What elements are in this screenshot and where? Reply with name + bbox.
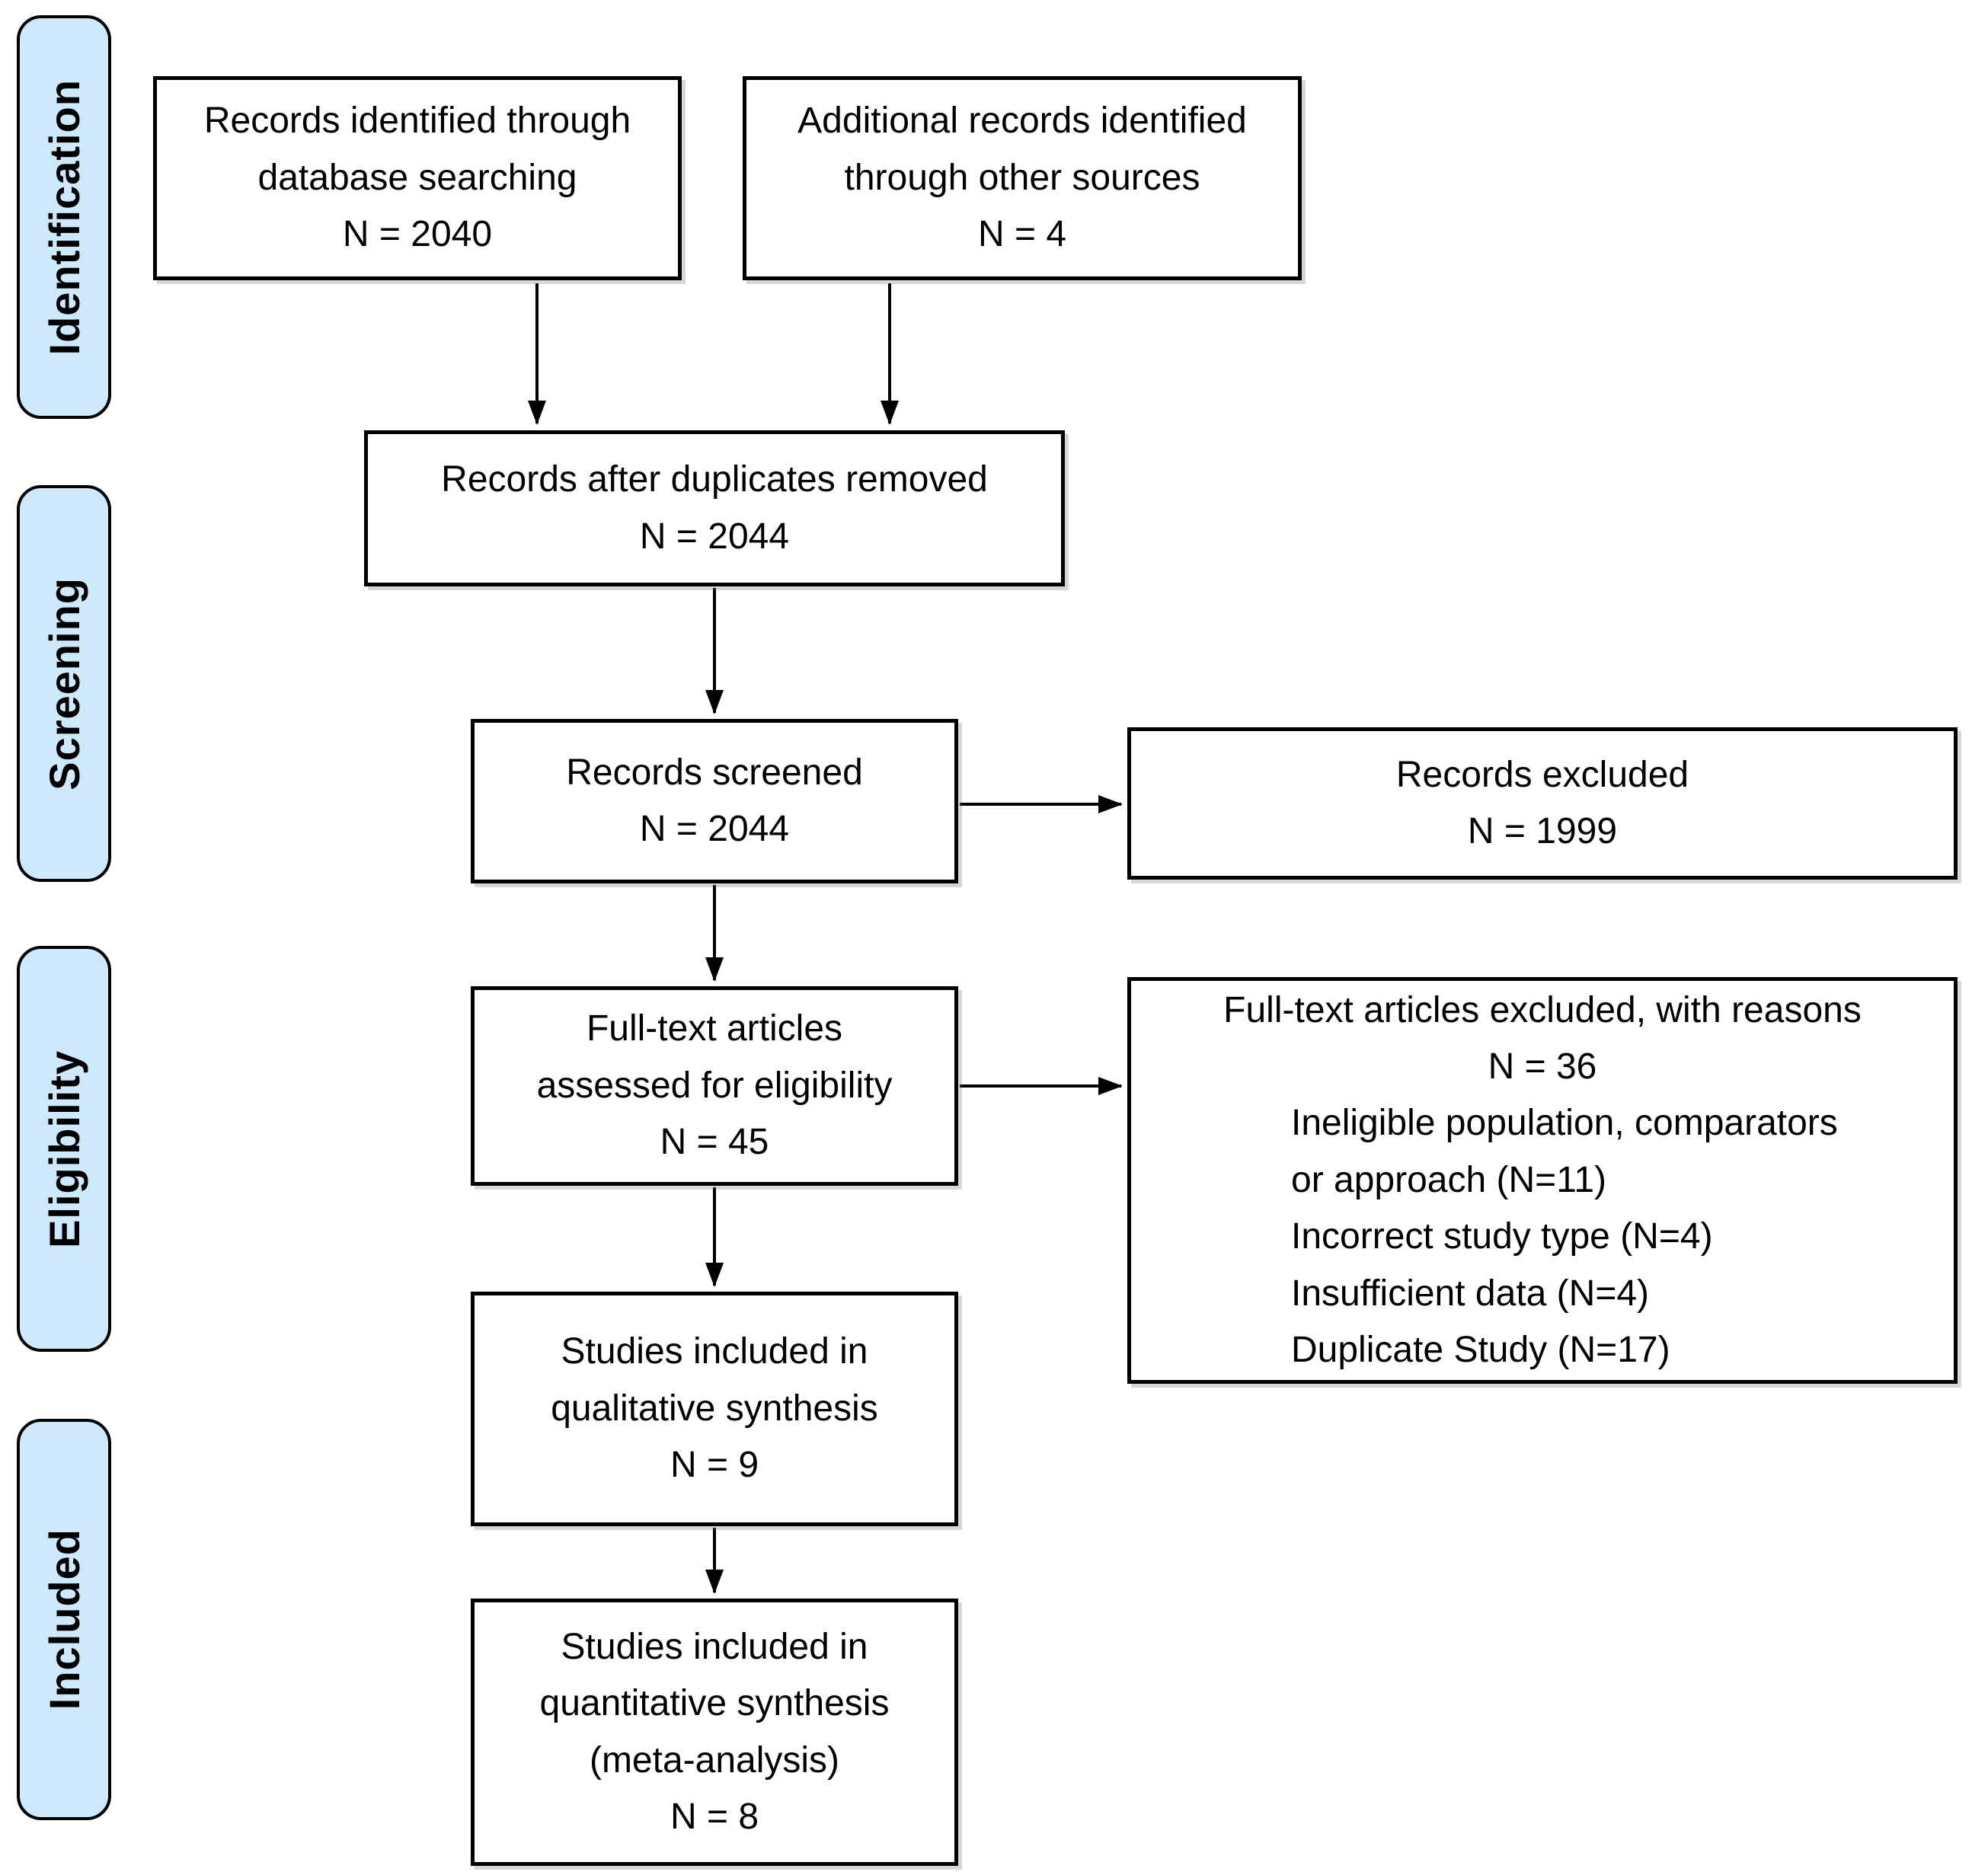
box-text-line: Records screened <box>566 752 863 793</box>
box-count: N = 2040 <box>342 214 493 255</box>
box-additional-records: Additional records identified through ot… <box>743 76 1302 280</box>
exclusion-reason-line: Insufficient data (N=4) <box>1291 1273 1650 1314</box>
box-count: N = 4 <box>977 214 1067 255</box>
box-text-line: qualitative synthesis <box>551 1388 878 1429</box>
box-text-line: Records excluded <box>1395 754 1689 795</box>
box-text-line: Records after duplicates removed <box>441 459 988 500</box>
stage-band-identification: Identification <box>17 15 111 419</box>
box-count: N = 2044 <box>639 516 790 557</box>
box-text-line: Studies included in <box>561 1626 868 1667</box>
stage-band-screening: Screening <box>17 485 111 882</box>
box-records-identified: Records identified through database sear… <box>153 76 682 280</box>
box-count: N = 1999 <box>1467 811 1618 851</box>
box-text-line: quantitative synthesis <box>539 1683 890 1724</box>
exclusion-reasons-list: Ineligible population, comparators or ap… <box>1131 1095 1954 1378</box>
box-text-line: Full-text articles excluded, with reason… <box>1223 989 1862 1030</box>
box-qualitative-synthesis: Studies included in qualitative synthesi… <box>471 1292 958 1526</box>
box-count: N = 36 <box>1488 1046 1597 1088</box>
box-count: N = 8 <box>670 1796 759 1837</box>
box-count: N = 45 <box>660 1122 769 1163</box>
box-records-screened: Records screened N = 2044 <box>471 719 958 883</box>
box-text-line: Studies included in <box>561 1331 868 1372</box>
stage-band-eligibility: Eligibility <box>17 946 111 1352</box>
box-text-line: Records identified through <box>203 101 631 142</box>
box-count: N = 2044 <box>639 809 790 849</box>
exclusion-reason-line: Duplicate Study (N=17) <box>1291 1329 1670 1370</box>
box-quantitative-synthesis: Studies included in quantitative synthes… <box>471 1599 958 1866</box>
stage-label-eligibility: Eligibility <box>40 1049 88 1248</box>
box-fulltext-excluded-with-reasons: Full-text articles excluded, with reason… <box>1127 977 1958 1384</box>
box-text-line: Full-text articles <box>586 1008 843 1049</box>
box-text-line: Additional records identified <box>797 101 1247 142</box>
box-records-after-duplicates-removed: Records after duplicates removed N = 204… <box>364 430 1065 586</box>
box-count: N = 9 <box>670 1445 759 1486</box>
exclusion-reason-line: Incorrect study type (N=4) <box>1291 1216 1713 1257</box>
box-text-line: through other sources <box>844 157 1200 198</box>
box-text-line: database searching <box>257 157 577 198</box>
exclusion-reason-line: Ineligible population, comparators <box>1291 1103 1838 1144</box>
stage-band-included: Included <box>17 1419 111 1820</box>
box-records-excluded: Records excluded N = 1999 <box>1127 727 1958 880</box>
exclusion-reason-line: or approach (N=11) <box>1291 1159 1606 1200</box>
stage-label-identification: Identification <box>40 78 88 356</box>
stage-label-included: Included <box>40 1528 88 1710</box>
box-text-line: assessed for eligibility <box>536 1065 893 1106</box>
box-text-line: (meta-analysis) <box>589 1739 840 1781</box>
box-fulltext-assessed: Full-text articles assessed for eligibil… <box>471 986 958 1186</box>
stage-label-screening: Screening <box>40 577 88 791</box>
